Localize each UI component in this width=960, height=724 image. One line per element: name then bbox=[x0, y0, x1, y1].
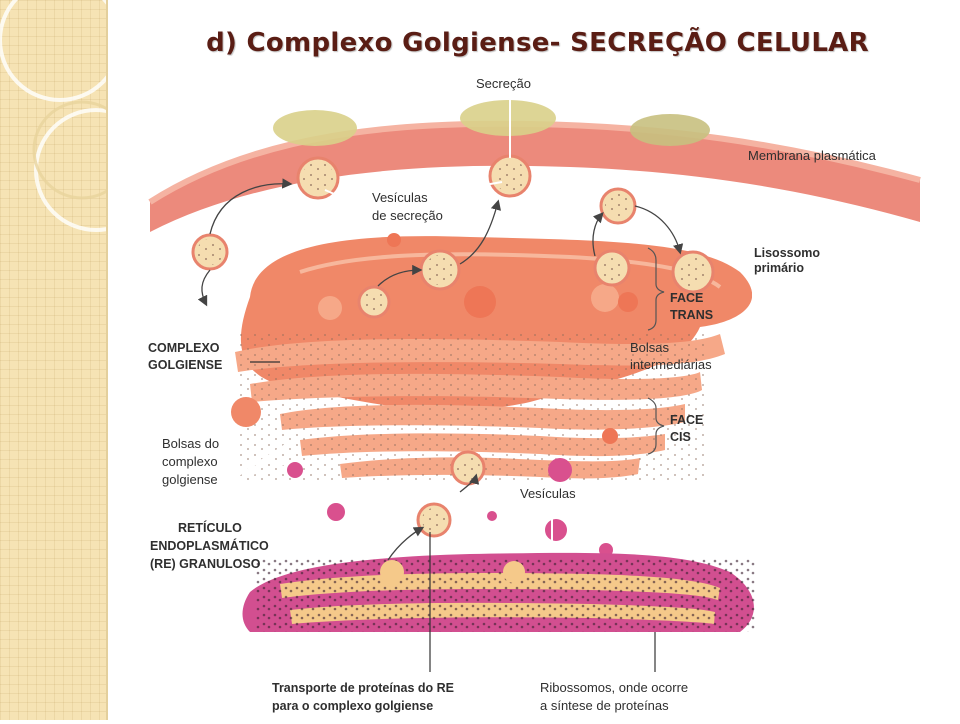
label-face-trans: FACE bbox=[670, 291, 703, 305]
arrow bbox=[634, 205, 684, 255]
label-ribossomos: Ribossomos, onde ocorre bbox=[540, 680, 688, 695]
label-bolsas-intermediarias: Bolsas bbox=[630, 340, 670, 355]
vesicle bbox=[296, 156, 340, 200]
label-bolsas-intermediarias: intermediárias bbox=[630, 357, 712, 372]
label-vesiculas: Vesículas bbox=[520, 486, 576, 501]
vesicle bbox=[488, 154, 532, 198]
sidebar-decoration bbox=[0, 0, 158, 720]
vesicle bbox=[357, 285, 391, 319]
label-reticulo: (RE) GRANULOSO bbox=[150, 557, 261, 571]
label-reticulo: RETÍCULO bbox=[178, 520, 242, 535]
label-bolsas-complexo: golgiense bbox=[162, 472, 218, 487]
arrow bbox=[209, 178, 293, 235]
label-ribossomos: a síntese de proteínas bbox=[540, 698, 669, 713]
vesicle bbox=[593, 249, 631, 287]
label-bolsas-complexo: Bolsas do bbox=[162, 436, 219, 451]
rough-endoplasmic-reticulum bbox=[242, 552, 755, 632]
primary-lysosome bbox=[671, 250, 715, 294]
arrow bbox=[377, 264, 423, 287]
label-complexo-golgiense: COMPLEXO bbox=[148, 341, 220, 355]
label-reticulo: ENDOPLASMÁTICO bbox=[150, 538, 269, 553]
page-title: d) Complexo Golgiense- SECREÇÃO CELULAR bbox=[206, 28, 869, 58]
leader-line bbox=[324, 181, 503, 207]
label-vesiculas-secrecao: Vesículas bbox=[372, 190, 428, 205]
arrow bbox=[459, 199, 502, 265]
arrow bbox=[459, 473, 480, 493]
sidebar-edge bbox=[106, 0, 108, 720]
plasma-membrane bbox=[148, 100, 921, 232]
vesicle bbox=[191, 233, 229, 271]
leader-line bbox=[227, 441, 291, 483]
golgi-diagram: Secreção Membrana plasmática Vesículas d… bbox=[140, 72, 928, 720]
label-secrecao: Secreção bbox=[476, 76, 531, 91]
arrow bbox=[197, 269, 211, 307]
decorative-circles bbox=[0, 0, 158, 232]
vesicle bbox=[450, 450, 486, 486]
label-lisossomo: primário bbox=[754, 261, 804, 275]
secretion-material bbox=[273, 100, 710, 146]
label-membrana-plasmatica: Membrana plasmática bbox=[748, 148, 877, 163]
label-face-cis: CIS bbox=[670, 430, 691, 444]
arrow bbox=[592, 212, 604, 257]
vesicle bbox=[419, 249, 461, 291]
vesicle bbox=[416, 502, 452, 538]
bracket-face-cis bbox=[647, 397, 665, 455]
label-face-cis: FACE bbox=[670, 413, 703, 427]
arrow bbox=[387, 526, 425, 561]
label-face-trans: TRANS bbox=[670, 308, 713, 322]
label-transporte: Transporte de proteínas do RE bbox=[272, 681, 454, 695]
bracket-face-trans bbox=[647, 247, 665, 331]
label-complexo-golgiense: GOLGIENSE bbox=[148, 358, 222, 372]
label-lisossomo: Lisossomo bbox=[754, 246, 820, 260]
vesicle bbox=[599, 187, 637, 225]
lysosome-label-box bbox=[752, 242, 848, 320]
label-transporte: para o complexo golgiense bbox=[272, 699, 433, 713]
label-bolsas-complexo: complexo bbox=[162, 454, 218, 469]
label-vesiculas-secrecao: de secreção bbox=[372, 208, 443, 223]
